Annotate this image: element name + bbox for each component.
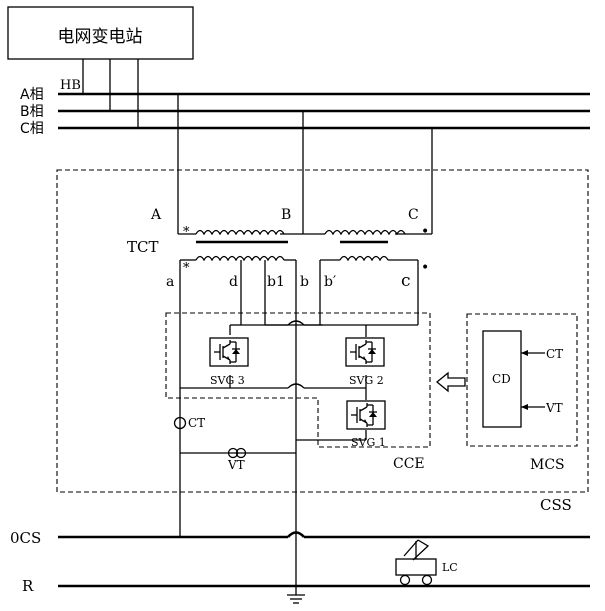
secondary-coil-ab — [196, 257, 284, 261]
ocs-rail: 0CS — [10, 529, 590, 547]
substation-label: 电网变电站 — [58, 27, 143, 47]
locomotive-icon: LC — [396, 540, 458, 585]
ct-sensor: CT — [175, 416, 206, 430]
polarity-mark-secondary: * — [183, 261, 190, 276]
svg3-unit: SVG 3 — [210, 338, 248, 387]
phase-b-label: B相 — [20, 104, 44, 120]
svg2-label: SVG 2 — [349, 374, 384, 387]
primary-c-label: C — [408, 207, 419, 223]
secondary-bprime-label: b′ — [324, 274, 336, 290]
ground-icon — [287, 595, 305, 603]
primary-coil-bc — [325, 231, 405, 235]
secondary-c-label: c — [401, 271, 411, 291]
svg1-label: SVG 1 — [351, 436, 386, 449]
phase-a-label: A相 — [20, 87, 44, 103]
phase-c-label: C相 — [20, 121, 44, 137]
secondary-coil-bc — [340, 257, 388, 261]
secondary-d-label: d — [229, 274, 238, 290]
vt-sensor: VT — [180, 449, 296, 473]
css-label: CSS — [540, 496, 572, 514]
cce-label: CCE — [393, 456, 425, 472]
running-rail: R — [22, 577, 590, 595]
locomotive-label: LC — [442, 561, 458, 574]
hb-label: HB — [60, 78, 81, 93]
primary-a-label: A — [150, 207, 162, 223]
cce-box — [166, 313, 430, 447]
controller-vt-input: VT — [545, 401, 563, 415]
rail-label: R — [22, 577, 34, 595]
dot-mark-primary: • — [421, 224, 429, 240]
tct-label: TCT — [127, 238, 159, 256]
polarity-mark-primary: * — [183, 225, 190, 240]
controller-ct-input: CT — [546, 347, 563, 361]
dot-mark-secondary: • — [421, 260, 429, 276]
primary-feeders — [178, 94, 432, 234]
secondary-wiring — [180, 260, 418, 595]
tct-transformer: TCT — [127, 231, 405, 261]
secondary-a-label: a — [166, 274, 174, 290]
svg2-unit: SVG 2 — [346, 338, 384, 387]
secondary-b1-label: b1 — [267, 274, 285, 290]
substation-box: 电网变电站 — [8, 7, 193, 59]
ct-label: CT — [188, 416, 205, 430]
mcs-label: MCS — [530, 457, 565, 473]
primary-b-label: B — [281, 207, 291, 223]
primary-coil-ab — [196, 231, 284, 235]
svg1-unit: SVG 1 — [347, 401, 386, 449]
ocs-label: 0CS — [10, 529, 41, 547]
controller-label: CD — [492, 372, 511, 386]
control-arrow-icon — [437, 373, 465, 391]
svg3-label: SVG 3 — [210, 374, 245, 387]
secondary-b-label: b — [300, 274, 309, 290]
vt-label: VT — [227, 458, 245, 472]
phase-buses: A相 B相 C相 HB — [20, 59, 590, 137]
